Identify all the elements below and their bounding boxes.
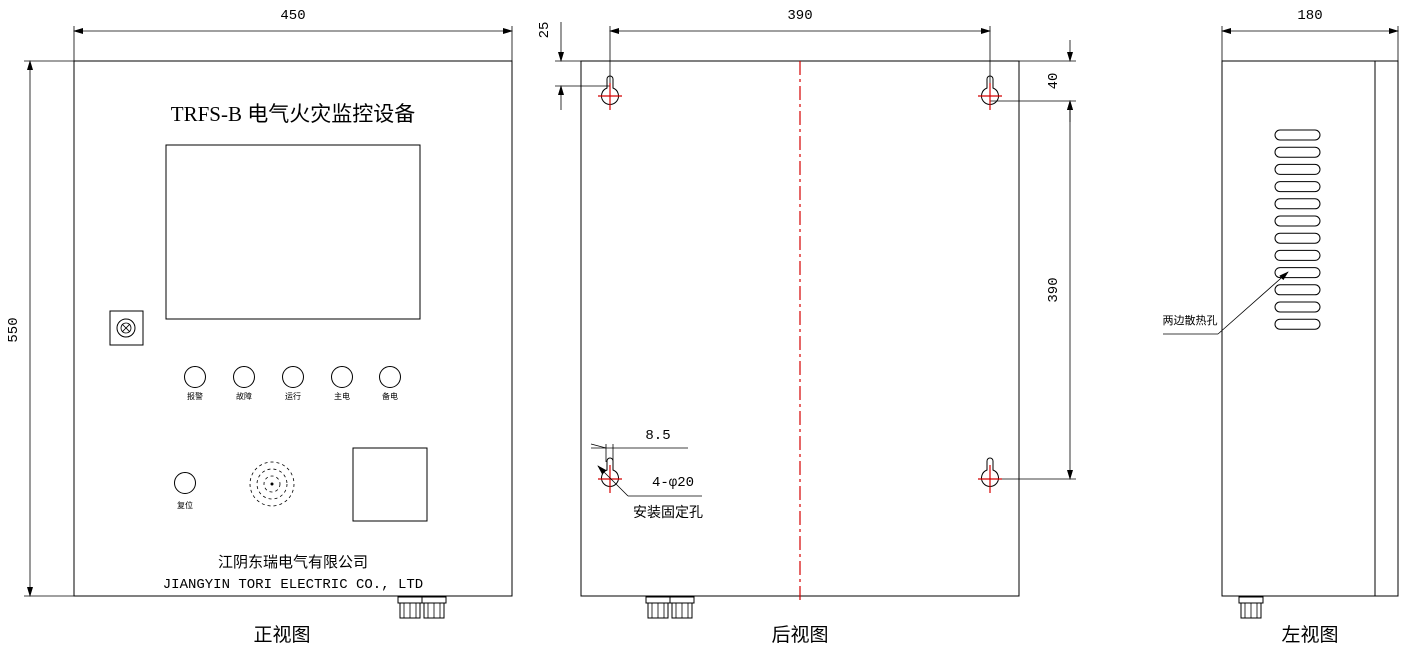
indicator-label: 运行 xyxy=(285,391,301,401)
indicator-label: 报警 xyxy=(187,391,203,401)
back-width-label: 390 xyxy=(787,8,812,24)
display-screen xyxy=(165,144,421,320)
back-right-offset-dimension: 40 xyxy=(990,40,1076,122)
indicator-label: 备电 xyxy=(382,391,398,401)
reset-button: 复位 xyxy=(174,472,196,510)
cable-gland-icon xyxy=(645,596,695,619)
indicator-alarm: 报警 xyxy=(184,366,206,401)
indicator-fault: 故障 xyxy=(233,366,255,401)
vent-slot xyxy=(1274,284,1321,296)
side-depth-label: 180 xyxy=(1297,8,1322,24)
indicator-light-icon xyxy=(282,366,304,388)
front-height-label: 550 xyxy=(6,317,22,342)
front-height-dimension: 550 xyxy=(6,60,74,597)
hole-note-label: 安装固定孔 xyxy=(633,505,703,521)
vent-slots xyxy=(1274,129,1321,330)
slot-width-label: 8.5 xyxy=(645,428,670,444)
back-height-dimension: 390 xyxy=(990,100,1076,480)
back-view: 390 25 40 390 xyxy=(537,8,1076,646)
back-top-offset-dimension: 25 xyxy=(537,22,610,110)
device-title: TRFS-B 电气火灾监控设备 xyxy=(171,102,415,126)
back-height-label: 390 xyxy=(1046,277,1062,302)
mounting-hole-icon xyxy=(978,75,1002,110)
indicator-main-power: 主电 xyxy=(331,366,353,401)
vent-slot xyxy=(1274,146,1321,158)
key-switch-icon xyxy=(109,310,144,346)
vent-slot xyxy=(1274,181,1321,193)
side-view: 180 两边散热孔 左视图 xyxy=(1163,8,1399,646)
indicator-label: 故障 xyxy=(236,391,252,401)
back-width-dimension: 390 xyxy=(609,8,991,86)
indicator-backup-power: 备电 xyxy=(379,366,401,401)
printer-panel xyxy=(352,447,428,522)
vent-slot xyxy=(1274,129,1321,141)
indicator-light-icon xyxy=(184,366,206,388)
side-view-outline xyxy=(1221,60,1399,597)
vent-slot xyxy=(1274,198,1321,210)
vent-slot xyxy=(1274,318,1321,330)
vent-slot xyxy=(1274,301,1321,313)
indicator-light-icon xyxy=(233,366,255,388)
front-view-outline xyxy=(73,60,513,597)
mounting-hole-icon xyxy=(598,75,622,110)
front-width-dimension: 450 xyxy=(73,8,513,61)
indicator-label: 主电 xyxy=(334,391,350,401)
buzzer-grille-icon xyxy=(249,461,295,507)
hole-spec-label: 4-φ20 xyxy=(652,475,694,491)
back-top-offset-label: 25 xyxy=(537,22,553,39)
company-name-cn: 江阴东瑞电气有限公司 xyxy=(218,553,368,571)
cable-gland-icon xyxy=(397,596,447,619)
vent-slot xyxy=(1274,163,1321,175)
vent-slot xyxy=(1274,215,1321,227)
slot-width-dimension: 8.5 xyxy=(590,428,688,462)
reset-button-icon xyxy=(174,472,196,494)
vent-leader: 两边散热孔 xyxy=(1163,271,1289,335)
mounting-hole-icon xyxy=(978,457,1002,493)
indicator-light-icon xyxy=(379,366,401,388)
mounting-hole-icon xyxy=(598,457,622,493)
side-depth-dimension: 180 xyxy=(1221,8,1399,61)
reset-label: 复位 xyxy=(177,500,193,510)
vent-slot xyxy=(1274,249,1321,261)
back-view-label: 后视图 xyxy=(771,624,828,646)
vent-slot xyxy=(1274,267,1321,279)
hole-leader: 4-φ20 安装固定孔 xyxy=(597,465,703,521)
side-view-label: 左视图 xyxy=(1281,624,1338,646)
indicator-light-icon xyxy=(331,366,353,388)
front-view-label: 正视图 xyxy=(253,624,310,646)
front-width-label: 450 xyxy=(280,8,305,24)
cable-gland-icon xyxy=(1238,596,1264,619)
company-name-en: JIANGYIN TORI ELECTRIC CO., LTD xyxy=(163,577,423,593)
indicator-lights: 报警 故障 运行 主电 备电 xyxy=(184,366,401,401)
indicator-run: 运行 xyxy=(282,366,304,401)
front-view: 450 550 TRFS-B 电气火灾监控设备 报警 xyxy=(6,8,513,646)
vent-note-label: 两边散热孔 xyxy=(1163,313,1218,327)
vent-slot xyxy=(1274,232,1321,244)
back-right-offset-label: 40 xyxy=(1046,73,1062,90)
